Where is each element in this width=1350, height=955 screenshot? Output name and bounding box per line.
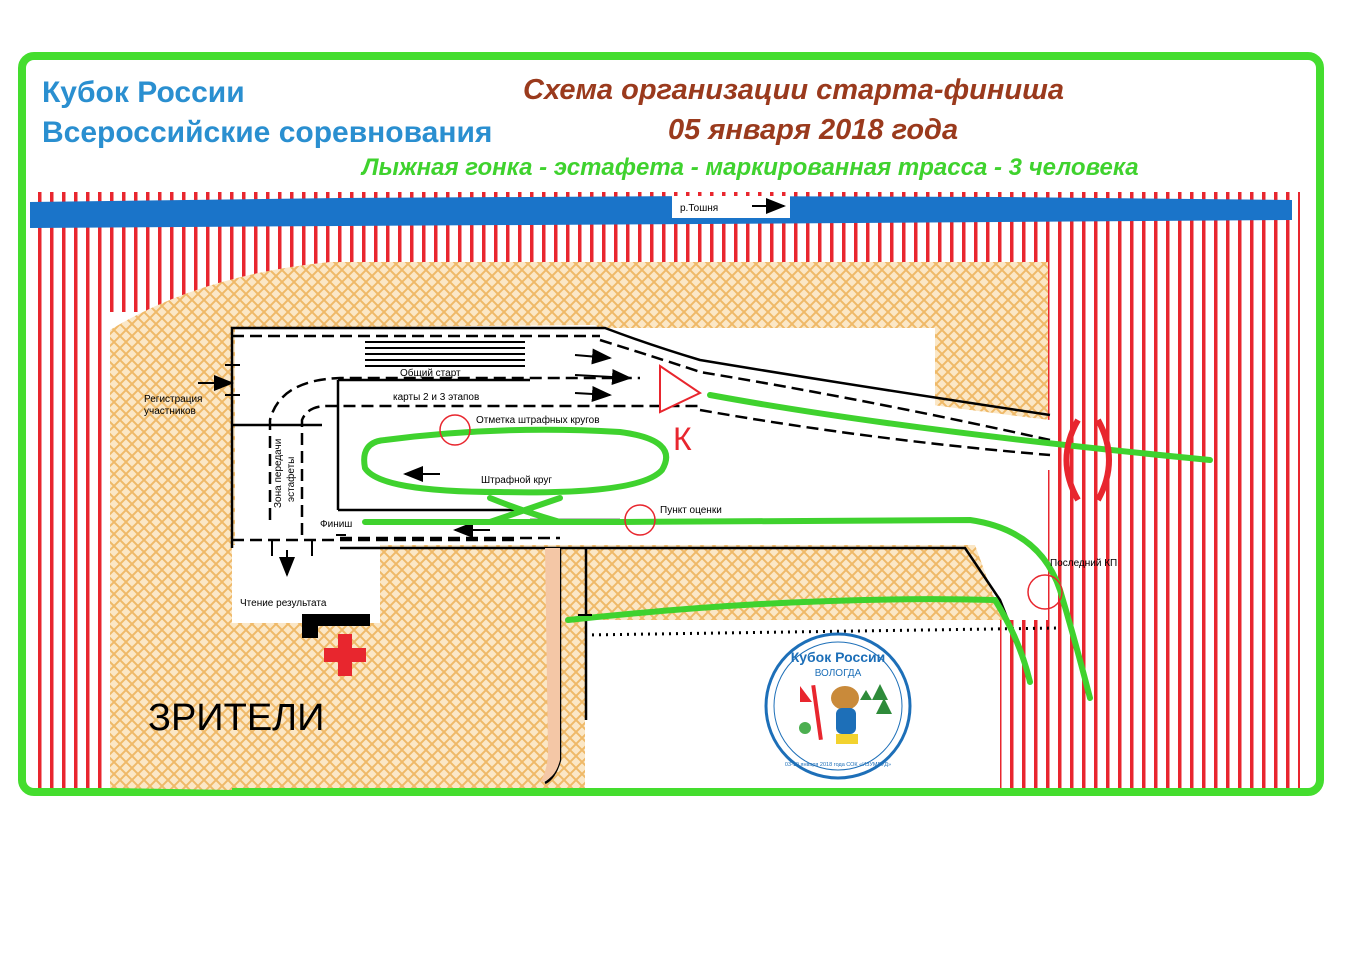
scheme-title: Схема организации старта-финиша [523,74,1064,106]
path-lane [540,548,560,782]
finish-gate [1063,418,1112,502]
results-reading-label: Чтение результата [240,598,327,609]
ski-track [361,392,1213,701]
scoring-point-circle [624,504,656,536]
penalty-mark-label: Отметка штрафных кругов [476,414,600,426]
map-frame [18,52,1324,796]
relay-zone-label-2: эстафеты [285,457,297,502]
penalty-loop-label: Штрафной круг [481,474,552,486]
direction-arrows [198,348,632,577]
competition-subtitle: Всероссийские соревнования [42,116,493,149]
logo-city: ВОЛОГДА [815,668,862,679]
logo-bottom-text: 03-10 января 2018 года СОК «ИЗУМРУД» [785,762,891,768]
cup-logo: Кубок России ВОЛОГДА 03-10 января 2018 г… [764,632,912,780]
maps-stages-label: карты 2 и 3 этапов [393,392,479,403]
race-format: Лыжная гонка - эстафета - маркированная … [362,154,1139,181]
river-tosnya: р.Тошня [30,196,1292,228]
spectator-area-lower [232,545,1005,788]
start-triangle [659,364,703,414]
last-cp-circle [1027,574,1063,610]
spectators-label: ЗРИТЕЛИ [148,697,324,739]
relay-zone-label-1: Зона передачи [273,439,284,508]
mass-start-label: Общий старт [400,367,461,379]
checkpoint-circles [439,414,1063,610]
first-aid-icon [324,634,366,676]
cup-title: Кубок России [42,76,245,109]
finish-label: Финиш [320,519,352,530]
control-letter: К [673,421,692,457]
results-board [302,614,370,626]
dashed-corridors [232,334,1051,542]
scoring-point-label: Пункт оценки [660,505,722,516]
registration-label-1: Регистрация [144,394,202,405]
penalty-mark-circle [439,414,471,446]
last-cp-label: Последний КП [1050,558,1117,569]
river-label: р.Тошня [680,203,718,214]
stairs-lines [365,341,525,367]
logo-title: Кубок России [791,649,886,665]
gate-ticks [225,364,592,616]
scheme-date: 05 января 2018 года [668,114,959,146]
registration-label-2: участников [144,406,196,417]
